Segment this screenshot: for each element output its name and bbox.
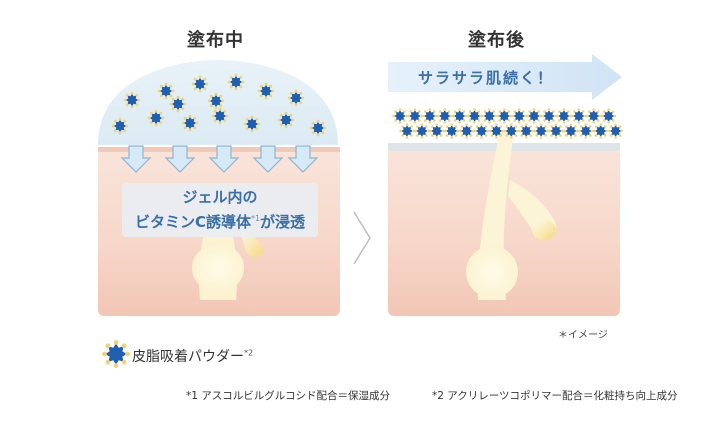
down-arrow-icon bbox=[287, 145, 319, 173]
powder-particle-icon bbox=[511, 108, 527, 124]
right-panel bbox=[388, 54, 624, 316]
penetration-arrows bbox=[120, 145, 319, 173]
powder-particle-icon bbox=[548, 123, 564, 139]
powder-particle-icon bbox=[111, 117, 129, 135]
powder-particle-icon bbox=[607, 123, 624, 139]
down-arrow-icon bbox=[252, 145, 284, 173]
powder-particle-icon bbox=[466, 108, 483, 124]
powder-particle-icon bbox=[102, 340, 130, 368]
legend-ref: *2 bbox=[244, 348, 254, 358]
powder-particle-icon bbox=[207, 92, 225, 110]
legend-text: 皮脂吸着パウダー*2 bbox=[132, 346, 253, 366]
powder-particle-icon bbox=[392, 108, 408, 124]
powder-particle-icon bbox=[169, 95, 187, 113]
powder-particle-icon bbox=[157, 82, 175, 100]
powder-particle-icon bbox=[533, 123, 549, 139]
powder-particle-icon bbox=[123, 91, 141, 109]
powder-particle-icon bbox=[503, 123, 519, 139]
powder-particle-icon bbox=[181, 114, 199, 132]
caption-backing bbox=[122, 183, 318, 237]
powder-particle-icon bbox=[422, 108, 438, 124]
powder-particle-icon bbox=[211, 107, 229, 125]
footnote-1: *1 アスコルビルグルコシド配合＝保湿成分 bbox=[186, 390, 391, 402]
powder-particle-icon bbox=[437, 108, 453, 124]
powder-particle-icon bbox=[473, 123, 490, 139]
powder-particles-surface bbox=[392, 108, 624, 139]
left-panel bbox=[98, 60, 340, 316]
gel-caption-line2-end: が浸透 bbox=[260, 213, 306, 231]
next-chevron-icon bbox=[353, 211, 371, 265]
powder-particle-icon bbox=[586, 108, 602, 124]
legend-label: 皮脂吸着パウダー bbox=[132, 349, 244, 365]
sarasara-arrow bbox=[388, 54, 622, 100]
down-arrow-icon bbox=[120, 145, 152, 173]
sarasara-label: サラサラ肌続く！ bbox=[418, 69, 555, 87]
powder-particle-icon bbox=[414, 123, 430, 139]
powder-particle-icon bbox=[563, 123, 579, 139]
powder-legend-icon bbox=[102, 340, 130, 368]
powder-particle-icon bbox=[526, 108, 542, 124]
powder-particle-icon bbox=[518, 123, 534, 139]
gel-caption-line2: ビタミンC誘導体 bbox=[134, 213, 251, 231]
powder-particle-icon bbox=[399, 123, 415, 139]
right-panel-title: 塗布後 bbox=[468, 30, 525, 51]
powder-particle-icon bbox=[147, 109, 165, 127]
hair-strand-right bbox=[466, 130, 557, 300]
powder-particle-icon bbox=[287, 89, 305, 107]
gel-caption-line2-wrap: ビタミンC誘導体*1が浸透 bbox=[122, 208, 318, 233]
powder-particle-icon bbox=[444, 123, 460, 139]
powder-particle-icon bbox=[541, 108, 557, 124]
image-note: ＊イメージ bbox=[558, 330, 608, 341]
powder-particle-icon bbox=[593, 123, 609, 139]
left-panel-title: 塗布中 bbox=[187, 30, 244, 51]
powder-particle-icon bbox=[496, 108, 512, 124]
powder-particle-icon bbox=[458, 123, 475, 139]
gel-caption: ジェル内の ビタミンC誘導体*1が浸透 bbox=[122, 186, 318, 233]
powder-particle-icon bbox=[277, 111, 295, 129]
powder-particle-icon bbox=[243, 115, 261, 133]
powder-particle-icon bbox=[556, 108, 572, 124]
powder-particle-icon bbox=[429, 123, 445, 139]
footnote-2: *2 アクリレーツコポリマー配合＝化粧持ち向上成分 bbox=[432, 390, 678, 402]
powder-particle-icon bbox=[257, 82, 275, 100]
gel-caption-ref: *1 bbox=[250, 214, 261, 223]
powder-particle-icon bbox=[488, 123, 505, 139]
powder-particles-dome bbox=[111, 73, 327, 137]
powder-particle-icon bbox=[407, 108, 423, 124]
powder-particle-icon bbox=[571, 108, 587, 124]
powder-particle-icon bbox=[481, 108, 498, 124]
powder-particle-icon bbox=[227, 73, 245, 91]
powder-particle-icon bbox=[191, 75, 209, 93]
powder-particle-icon bbox=[309, 119, 327, 137]
powder-particle-icon bbox=[600, 108, 617, 124]
down-arrow-icon bbox=[164, 145, 196, 173]
powder-particle-icon bbox=[578, 123, 594, 139]
down-arrow-icon bbox=[208, 145, 240, 173]
powder-particle-icon bbox=[451, 108, 468, 124]
gel-caption-line1: ジェル内の bbox=[182, 188, 258, 206]
